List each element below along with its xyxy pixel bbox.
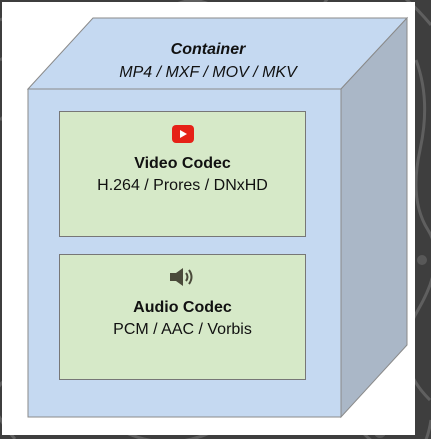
container-title: Container — [170, 41, 246, 58]
audio-codec-box: Audio Codec PCM / AAC / Vorbis — [59, 254, 306, 380]
youtube-play-icon — [171, 125, 194, 143]
container-formats: MP4 / MXF / MOV / MKV — [119, 64, 297, 81]
speaker-icon — [169, 268, 192, 286]
video-codec-title: Video Codec — [134, 155, 231, 172]
video-codec-box: Video Codec H.264 / Prores / DNxHD — [59, 111, 306, 237]
audio-codec-list: PCM / AAC / Vorbis — [113, 321, 252, 338]
video-codec-list: H.264 / Prores / DNxHD — [97, 177, 268, 194]
audio-codec-title: Audio Codec — [133, 299, 232, 316]
